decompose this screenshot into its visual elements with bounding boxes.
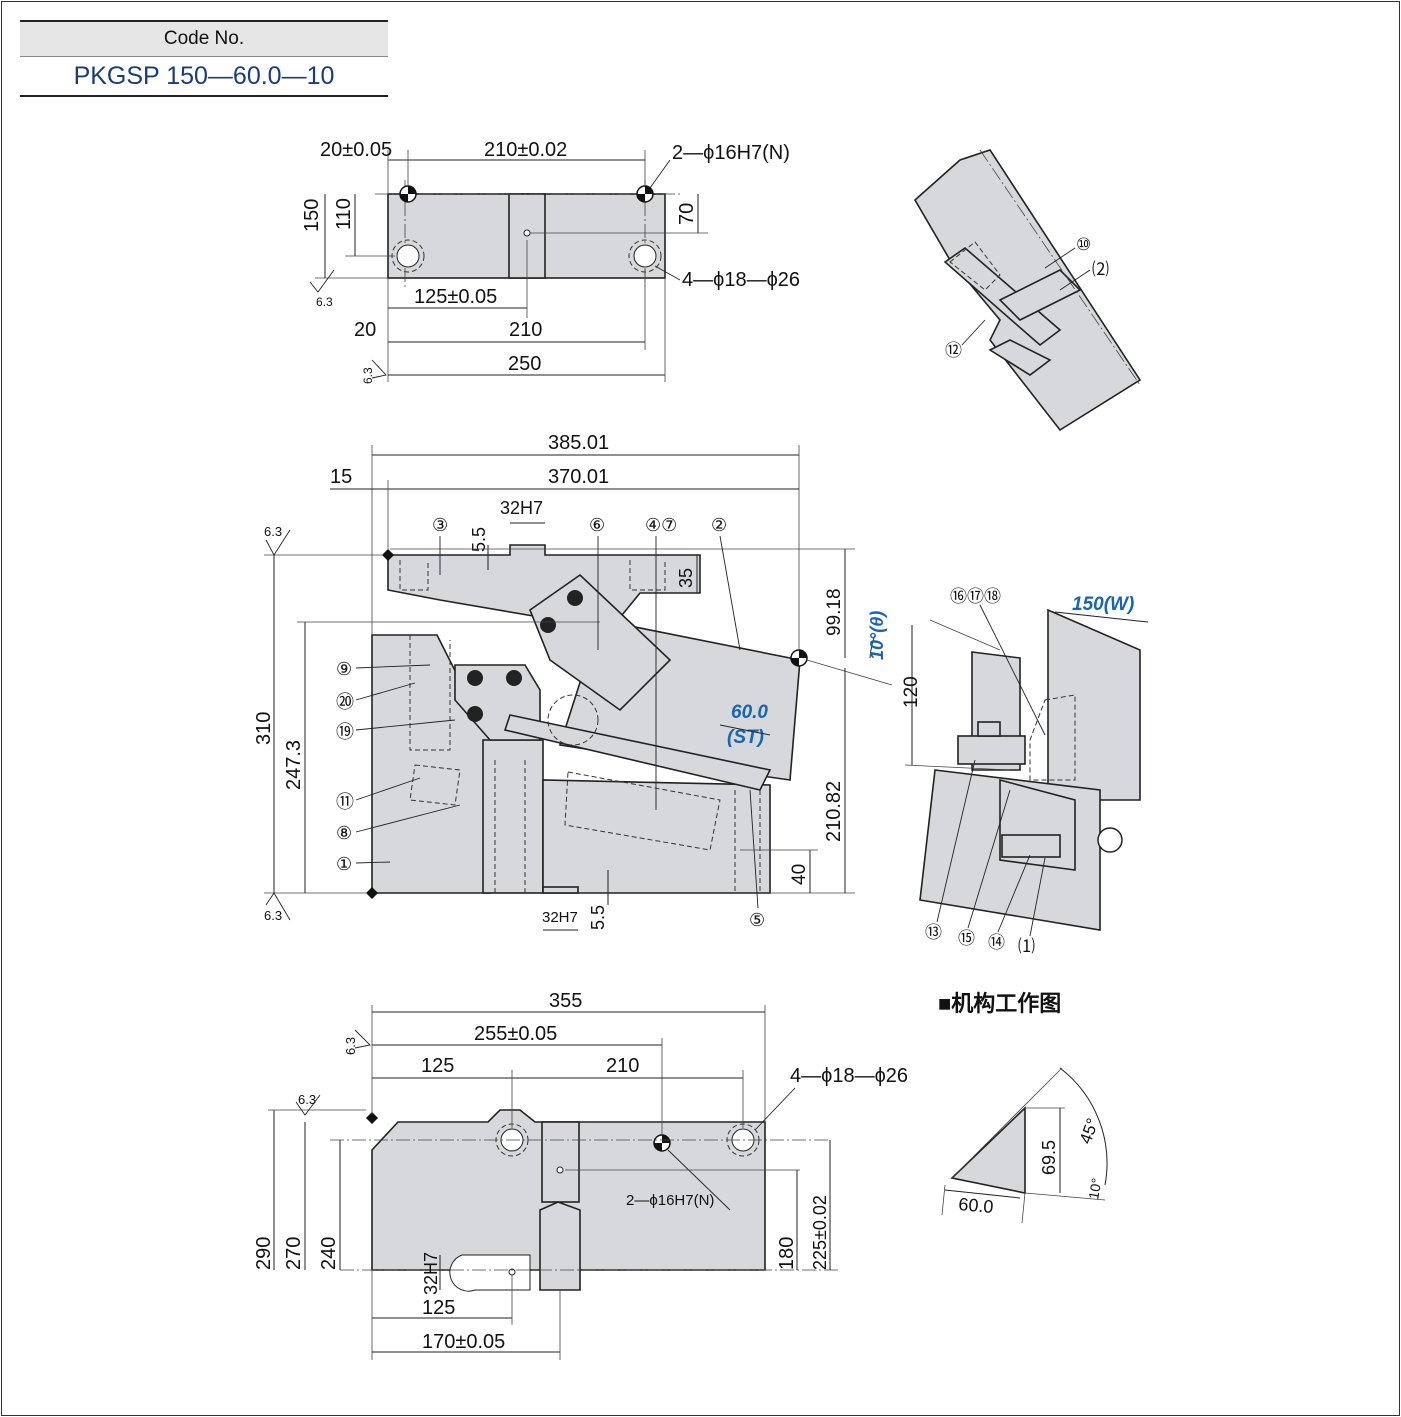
mechanism-view: 120 150(W) ⑯⑰⑱ ⑬ ⑮ ⑭ ⑴ ■机构工作图 bbox=[901, 587, 1149, 1016]
callout-13: ⑬ bbox=[925, 923, 942, 942]
dim-355: 355 bbox=[549, 990, 582, 1012]
roughness-mark: 6.3 bbox=[343, 1037, 358, 1055]
callout-12: ⑫ bbox=[945, 341, 962, 360]
dim-225-tol: 225±0.02 bbox=[810, 1195, 830, 1270]
dim-32h7-top: 32H7 bbox=[500, 498, 543, 518]
lower-guide bbox=[482, 739, 544, 894]
code-number-block: Code No. PKGSP 150—60.0—10 bbox=[20, 20, 388, 97]
dim-385-01: 385.01 bbox=[548, 432, 609, 454]
upper-holder bbox=[387, 544, 701, 621]
dim-32h7: 32H7 bbox=[421, 1252, 441, 1295]
dim-5-5-top: 5.5 bbox=[469, 527, 489, 552]
dim-20: 20 bbox=[354, 319, 376, 341]
callout-19: ⑲ bbox=[336, 722, 354, 742]
front-view: 385.01 15 370.01 32H7 5.5 35 99.18 10°(θ… bbox=[253, 432, 893, 931]
dim-210: 210 bbox=[509, 319, 542, 341]
dim-69-5: 69.5 bbox=[1039, 1140, 1059, 1175]
callout-1: ① bbox=[336, 854, 352, 874]
dim-125-bottom: 125 bbox=[422, 1297, 455, 1319]
top-view: 20±0.05 210±0.02 2—ϕ16H7(N) 150 110 70 4… bbox=[301, 139, 800, 384]
dim-35: 35 bbox=[676, 568, 696, 588]
callout-14: ⑭ bbox=[988, 933, 1005, 952]
roughness-mark: 6.3 bbox=[361, 367, 375, 384]
callout-16-17-18: ⑯⑰⑱ bbox=[950, 587, 1001, 606]
callout-11: ⑪ bbox=[336, 792, 354, 812]
dim-250: 250 bbox=[508, 353, 541, 375]
mechanism-caption: ■机构工作图 bbox=[938, 991, 1061, 1016]
callout-22: ⑵ bbox=[1092, 260, 1109, 279]
roughness-mark: 6.3 bbox=[316, 295, 333, 309]
dim-150: 150 bbox=[301, 199, 323, 232]
stroke-value: 60.0 bbox=[731, 702, 768, 723]
roughness-mark: 6.3 bbox=[264, 908, 282, 923]
callout-3: ③ bbox=[432, 515, 448, 535]
detail-view: ⑩ ⑵ ⑫ bbox=[913, 149, 1142, 432]
callout-15: ⑮ bbox=[958, 929, 975, 948]
callout-4-7: ④⑦ bbox=[645, 515, 677, 535]
dim-32h7-bottom: 32H7 bbox=[542, 909, 578, 926]
dim-15: 15 bbox=[330, 466, 352, 488]
hole-dowel-note: 2—ϕ16H7(N) bbox=[626, 1192, 714, 1209]
dim-20-tol: 20±0.05 bbox=[320, 139, 392, 161]
callout-10: ⑩ bbox=[1076, 235, 1091, 254]
callout-9: ⑨ bbox=[336, 659, 352, 679]
hole-bolt-note: 4—ϕ18—ϕ26 bbox=[790, 1065, 908, 1087]
roughness-mark: 6.3 bbox=[298, 1092, 316, 1107]
angle-diagram: 69.5 60.0 45° 10° bbox=[941, 1067, 1108, 1224]
dim-99-18: 99.18 bbox=[824, 588, 845, 636]
dim-5-5-bottom: 5.5 bbox=[588, 905, 608, 930]
hole-dowel-note: 2—ϕ16H7(N) bbox=[672, 142, 790, 164]
dim-120: 120 bbox=[901, 676, 922, 708]
width-label: 150(W) bbox=[1072, 594, 1134, 615]
dim-40: 40 bbox=[789, 864, 810, 885]
dim-240: 240 bbox=[318, 1237, 340, 1270]
code-number-header: Code No. bbox=[20, 20, 388, 57]
dim-270: 270 bbox=[283, 1237, 305, 1270]
callout-2: ② bbox=[711, 515, 727, 535]
callout-21: ⑴ bbox=[1018, 937, 1035, 956]
callout-5: ⑤ bbox=[749, 910, 765, 930]
hole-bolt-note: 4—ϕ18—ϕ26 bbox=[682, 269, 800, 291]
dim-255-tol: 255±0.05 bbox=[474, 1023, 557, 1045]
dim-310: 310 bbox=[253, 712, 275, 745]
angle-theta: 10°(θ) bbox=[867, 611, 887, 660]
dim-170-tol: 170±0.05 bbox=[422, 1331, 505, 1353]
bottom-view: 355 255±0.05 125 210 4—ϕ18—ϕ26 2—ϕ16H7(N… bbox=[253, 990, 908, 1360]
dim-210-82: 210.82 bbox=[823, 781, 845, 842]
roughness-mark: 6.3 bbox=[264, 524, 282, 539]
code-number-value: PKGSP 150—60.0—10 bbox=[20, 57, 388, 97]
dim-110: 110 bbox=[333, 198, 355, 230]
dim-370-01: 370.01 bbox=[548, 466, 609, 488]
lower-block-right bbox=[542, 779, 771, 894]
dim-125-tol: 125±0.05 bbox=[414, 286, 497, 308]
callout-8: ⑧ bbox=[336, 823, 352, 843]
dim-125: 125 bbox=[421, 1055, 454, 1077]
dim-180: 180 bbox=[776, 1237, 798, 1270]
dim-60-0: 60.0 bbox=[958, 1194, 995, 1217]
angle-10: 10° bbox=[1085, 1177, 1104, 1201]
dim-210: 210 bbox=[606, 1055, 639, 1077]
dim-70: 70 bbox=[676, 203, 698, 225]
callout-20: ⑳ bbox=[336, 692, 354, 712]
callout-6: ⑥ bbox=[589, 515, 605, 535]
dim-210-tol: 210±0.02 bbox=[484, 139, 567, 161]
dim-247-3: 247.3 bbox=[283, 740, 305, 790]
cam-driver bbox=[529, 573, 672, 712]
dim-290: 290 bbox=[253, 1237, 275, 1270]
